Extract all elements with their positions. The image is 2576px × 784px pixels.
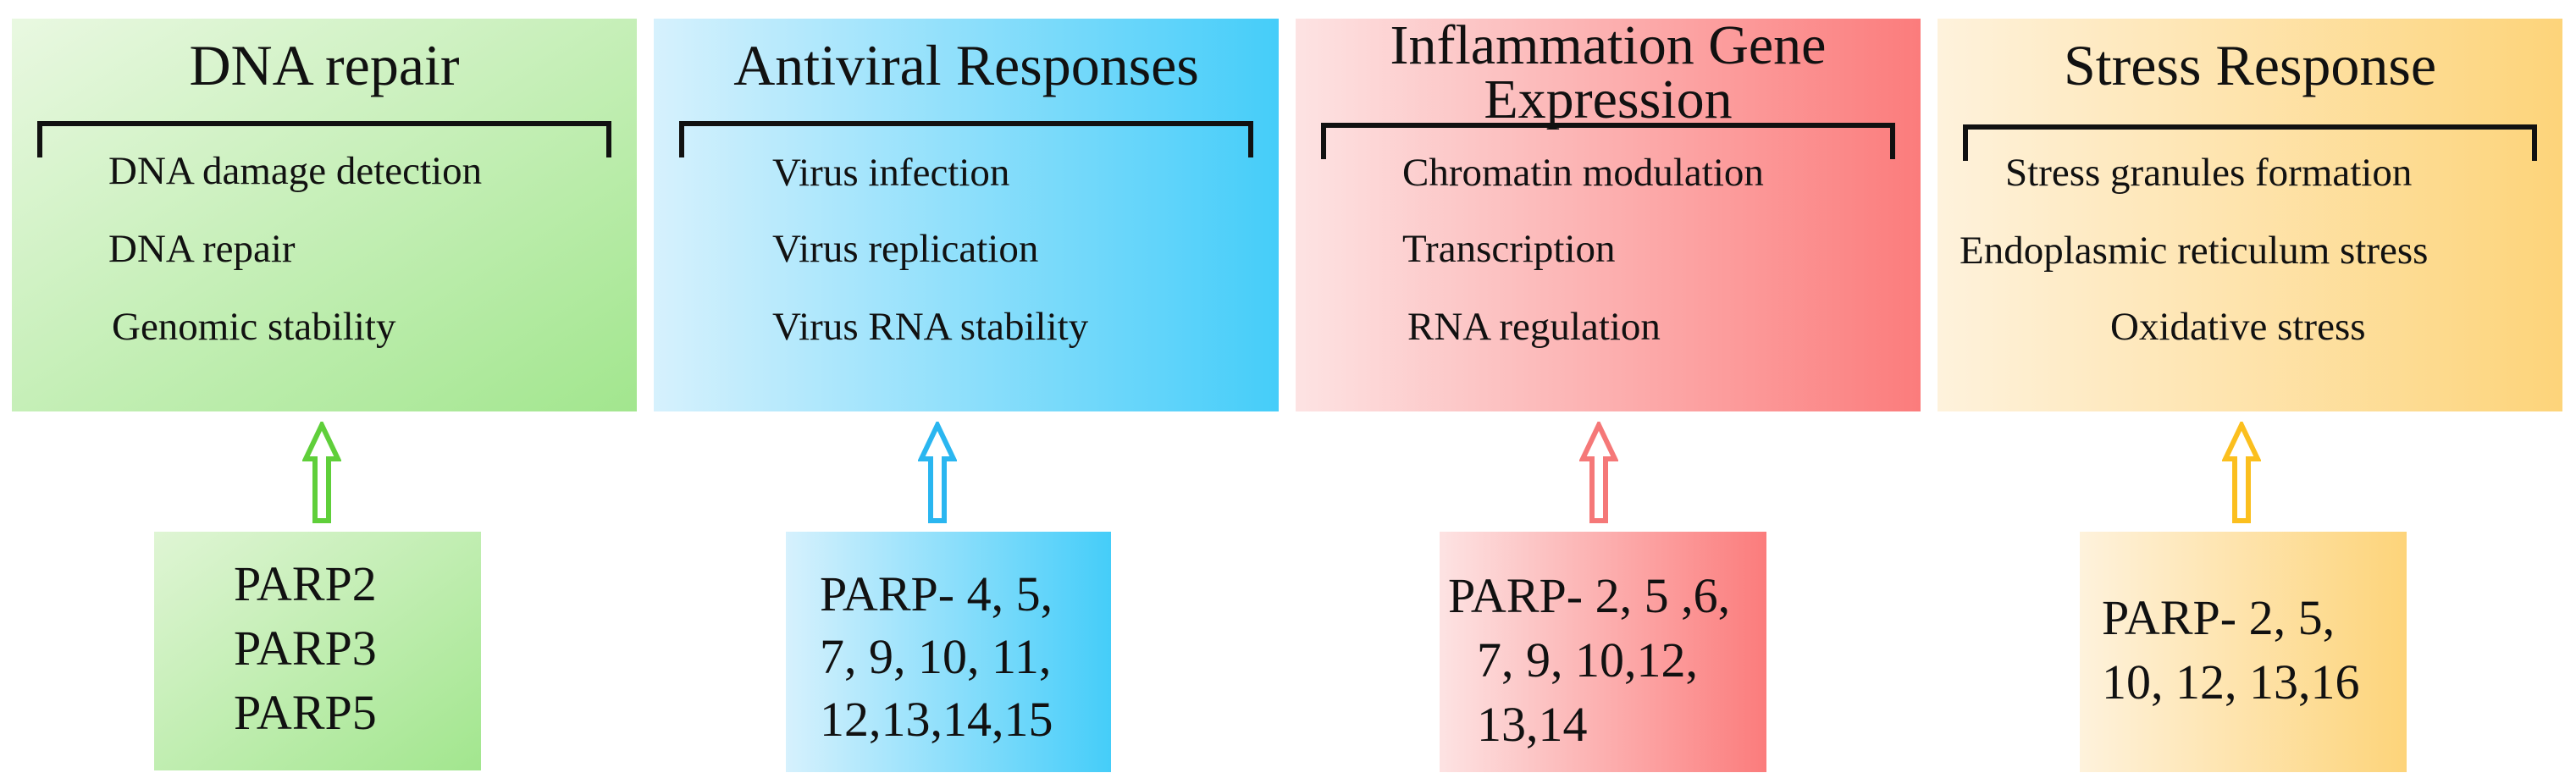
item-rna-regulation: RNA regulation — [1407, 305, 1661, 349]
parp-line: PARP3 — [234, 621, 377, 676]
item-transcription: Transcription — [1402, 227, 1616, 271]
panel-dna-repair: DNA repair DNA damage detection DNA repa… — [12, 19, 637, 411]
item-virus-infection: Virus infection — [772, 151, 1010, 195]
parp-line: PARP5 — [234, 685, 377, 740]
panel-title-line-2: Expression — [1484, 69, 1733, 130]
up-arrow-icon — [2222, 422, 2261, 523]
panel-title: Inflammation Gene Expression — [1296, 14, 1921, 130]
panel-antiviral-responses: Antiviral Responses Virus infection Viru… — [654, 19, 1279, 411]
item-virus-rna-stability: Virus RNA stability — [772, 305, 1089, 349]
parp-line: 13,14 — [1477, 697, 1588, 752]
panel-title: DNA repair — [189, 33, 460, 97]
panel-inflammation-gene-expression: Inflammation Gene Expression Chromatin m… — [1296, 14, 1921, 411]
panel-title: Antiviral Responses — [733, 33, 1199, 97]
up-arrow-icon — [918, 422, 957, 523]
item-genomic-stability: Genomic stability — [112, 305, 396, 349]
parp-line: 12,13,14,15 — [820, 692, 1053, 747]
item-stress-granules-formation: Stress granules formation — [2005, 151, 2413, 195]
parp-box-antiviral: PARP- 4, 5, 7, 9, 10, 11, 12,13,14,15 — [786, 532, 1111, 772]
up-arrow-icon — [1579, 422, 1618, 523]
item-endoplasmic-reticulum-stress: Endoplasmic reticulum stress — [1960, 229, 2429, 273]
item-chromatin-modulation: Chromatin modulation — [1402, 151, 1764, 195]
panel-title: Stress Response — [2063, 33, 2437, 97]
parp-line: 10, 12, 13,16 — [2102, 654, 2360, 709]
panel-stress-response: Stress Response Stress granules formatio… — [1938, 19, 2562, 411]
item-dna-repair: DNA repair — [108, 227, 296, 271]
parp-box-dna-repair: PARP2 PARP3 PARP5 — [154, 532, 481, 770]
item-dna-damage-detection: DNA damage detection — [108, 149, 483, 193]
item-oxidative-stress: Oxidative stress — [2110, 305, 2366, 349]
parp-line: 7, 9, 10, 11, — [820, 629, 1052, 684]
item-virus-replication: Virus replication — [772, 227, 1039, 271]
parp-line: PARP2 — [234, 556, 377, 611]
bracket — [1963, 124, 2537, 161]
bracket — [1321, 123, 1895, 159]
bracket — [37, 121, 611, 157]
parp-box-inflammation: PARP- 2, 5 ,6, 7, 9, 10,12, 13,14 — [1440, 532, 1766, 772]
parp-line: PARP- 4, 5, — [820, 566, 1053, 621]
parp-line: 7, 9, 10,12, — [1477, 632, 1698, 687]
bracket — [679, 121, 1253, 157]
panel-title-line-1: Inflammation Gene — [1390, 14, 1827, 76]
parp-box-stress: PARP- 2, 5, 10, 12, 13,16 — [2080, 532, 2407, 772]
parp-line: PARP- 2, 5 ,6, — [1448, 568, 1731, 623]
parp-line: PARP- 2, 5, — [2102, 590, 2336, 645]
up-arrow-icon — [302, 422, 341, 523]
